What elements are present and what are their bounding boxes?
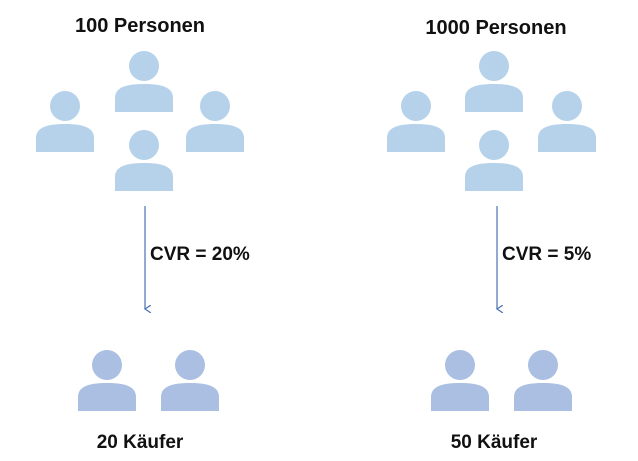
- person-icon: [36, 91, 94, 152]
- person-icon: [514, 350, 572, 411]
- person-head: [50, 91, 80, 121]
- person-icon: [387, 91, 445, 152]
- person-icon: [465, 130, 523, 191]
- population-left: [36, 51, 244, 191]
- person-body: [514, 383, 572, 411]
- person-icon: [465, 51, 523, 112]
- person-body: [115, 163, 173, 191]
- person-body: [161, 383, 219, 411]
- person-body: [465, 84, 523, 112]
- conversion-rate-label: CVR = 5%: [502, 244, 591, 265]
- person-head: [445, 350, 475, 380]
- person-icon: [538, 91, 596, 152]
- conversion-rate-label: CVR = 20%: [150, 244, 250, 265]
- person-head: [401, 91, 431, 121]
- person-head: [200, 91, 230, 121]
- person-head: [552, 91, 582, 121]
- person-body: [36, 124, 94, 152]
- person-icon: [161, 350, 219, 411]
- group-title: 1000 Personen: [425, 17, 566, 39]
- buyers-count-label: 50 Käufer: [451, 432, 538, 453]
- person-head: [479, 51, 509, 81]
- person-body: [538, 124, 596, 152]
- buyers-left: [78, 350, 219, 411]
- person-head: [528, 350, 558, 380]
- buyers-count-label: 20 Käufer: [97, 432, 184, 453]
- group-title: 100 Personen: [75, 15, 205, 37]
- person-head: [129, 51, 159, 81]
- person-icon: [186, 91, 244, 152]
- person-body: [115, 84, 173, 112]
- person-head: [479, 130, 509, 160]
- person-icon: [115, 51, 173, 112]
- person-icon: [431, 350, 489, 411]
- person-icon: [78, 350, 136, 411]
- person-body: [186, 124, 244, 152]
- group-left: 100 Personen CVR = 20% 20 Käufer: [36, 15, 250, 453]
- group-right: 1000 Personen CVR = 5% 50 Käufer: [387, 17, 596, 453]
- person-head: [175, 350, 205, 380]
- person-body: [465, 163, 523, 191]
- buyers-right: [431, 350, 572, 411]
- person-body: [387, 124, 445, 152]
- person-head: [129, 130, 159, 160]
- person-icon: [115, 130, 173, 191]
- person-body: [431, 383, 489, 411]
- population-right: [387, 51, 596, 191]
- person-body: [78, 383, 136, 411]
- person-head: [92, 350, 122, 380]
